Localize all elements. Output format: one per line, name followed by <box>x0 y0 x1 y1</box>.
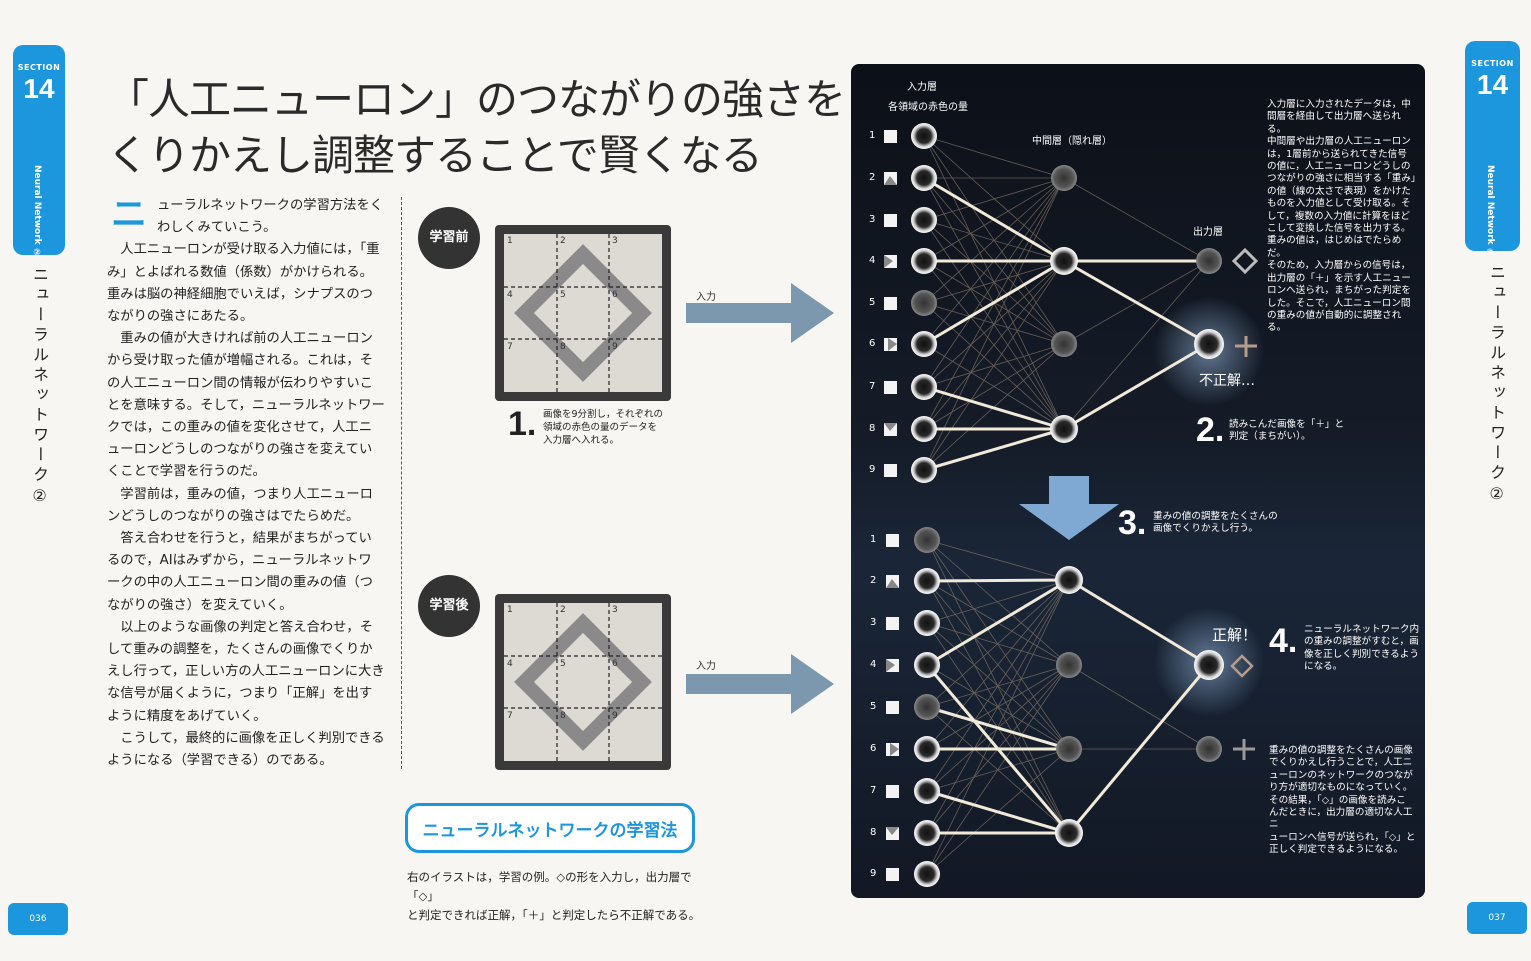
section-label: SECTION <box>1471 59 1514 68</box>
badge-before-learning: 学習前 <box>418 207 480 269</box>
cell-number: 9 <box>612 342 618 352</box>
cell-number: 8 <box>560 342 566 352</box>
input-layer-label: 入力層 <box>907 82 937 93</box>
section-number: 14 <box>23 73 55 104</box>
input-index: 4 <box>870 659 877 670</box>
arrow-label-input: 入力 <box>696 292 716 303</box>
input-index: 6 <box>869 338 876 349</box>
column-divider <box>401 197 402 769</box>
body-paragraph: 人工ニューロンが受け取る入力値には，「重み」とよばれる数値（係数）がかけられる。… <box>107 242 380 325</box>
cell-number: 3 <box>612 236 618 246</box>
badge-after-learning: 学習後 <box>418 575 480 637</box>
explanation-text-top: 入力層に入力されたデータは，中間層を経由して出力層へ送られる。中間層や出力層の人… <box>1267 99 1421 334</box>
diamond-icon <box>1231 247 1259 275</box>
plus-icon <box>1233 739 1255 760</box>
cell-number: 6 <box>612 290 618 300</box>
input-index: 3 <box>870 617 877 628</box>
input-index: 9 <box>869 464 876 475</box>
body-paragraph: こうして，最終的に画像を正しく判別できるようになる（学習できる）のである。 <box>107 730 385 769</box>
explanation-text-bottom: 重みの値の調整をたくさんの画像でくりかえし行うことで，人工ニューロンのネットワー… <box>1269 745 1416 856</box>
down-arrow-icon <box>1019 476 1119 540</box>
arrow-right-icon <box>686 283 834 343</box>
section-label: SECTION <box>17 63 61 72</box>
incorrect-label: 不正解… <box>1199 373 1255 389</box>
page-title-line2: くりかえし調整することで賢くなる <box>107 131 763 180</box>
section-subtitle: Neural Network ② <box>32 165 42 258</box>
step-4-caption: ニューラルネットワーク内の重みの調整がすむと，画像を正しく判別できるようになる。 <box>1304 624 1420 673</box>
cell-number: 4 <box>507 659 513 669</box>
input-index: 5 <box>869 297 876 308</box>
input-index: 1 <box>869 130 876 141</box>
step-1-caption: 画像を9分割し，それぞれの領域の赤色の量のデータを入力層へ入れる。 <box>543 409 664 446</box>
learning-method-heading: ニューラルネットワークの学習法 <box>405 803 695 853</box>
cell-number: 1 <box>507 605 513 615</box>
body-paragraph: 学習前は，重みの値，つまり人工ニューロンどうしのつながりの強さはでたらめだ。 <box>107 486 373 524</box>
page-title-line1: 「人工ニューロン」のつながりの強さを <box>107 75 846 124</box>
cell-number: 9 <box>612 711 618 721</box>
cell-number: 7 <box>507 342 513 352</box>
input-layer-sublabel: 各領域の赤色の量 <box>888 102 968 113</box>
vertical-chapter-title-right: ニューラルネットワーク② <box>1487 264 1506 507</box>
section-number: 14 <box>1476 69 1509 100</box>
arrow-label-input: 入力 <box>696 661 716 672</box>
diamond-shape <box>504 234 662 392</box>
input-index: 5 <box>870 701 877 712</box>
step-2-number: 2. <box>1196 411 1225 449</box>
cell-number: 2 <box>560 236 566 246</box>
body-paragraph: 答え合わせを行うと，結果がまちがっているので，AIはみずから，ニューラルネットワ… <box>107 531 373 613</box>
input-index: 8 <box>870 827 877 838</box>
cell-number: 7 <box>507 711 513 721</box>
input-index: 3 <box>869 214 876 225</box>
plus-icon <box>1235 336 1257 357</box>
cell-number: 1 <box>507 236 513 246</box>
diamond-shape <box>504 603 662 761</box>
body-text: ニ ューラルネットワークの学習方法をくわしくみていこう。 人工ニューロンが受け取… <box>107 195 385 772</box>
page-number-right: 037 <box>1467 902 1527 934</box>
input-image-grid-after: 1 2 3 4 5 6 7 8 9 <box>495 594 671 770</box>
correct-label: 正解！ <box>1212 626 1258 644</box>
section-tab-right: SECTION 14 Neural Network ② <box>1465 41 1520 258</box>
input-index: 2 <box>869 172 876 183</box>
body-paragraph: 以上のような画像の判定と答え合わせ，そして重みの調整を，たくさんの画像でくりかえ… <box>107 619 385 724</box>
network-diagram <box>884 123 1264 887</box>
cell-number: 5 <box>560 659 566 669</box>
cell-number: 5 <box>560 290 566 300</box>
diamond-icon <box>1230 654 1254 678</box>
input-layer-top <box>884 123 937 483</box>
step-1-number: 1. <box>508 405 537 443</box>
step-3-number: 3. <box>1118 504 1147 542</box>
section-tab-left: SECTION 14 Neural Network ② <box>13 45 65 258</box>
cell-number: 3 <box>612 605 618 615</box>
drop-cap: ニ <box>111 194 148 235</box>
cell-number: 4 <box>507 290 513 300</box>
vertical-chapter-title-left: ニューラルネットワーク② <box>30 266 49 509</box>
step-2-caption: 読みこんだ画像を「＋」と判定（まちがい）。 <box>1229 419 1345 443</box>
section-subtitle: Neural Network ② <box>1485 165 1495 258</box>
output-layer-label: 出力層 <box>1193 227 1223 238</box>
body-paragraph: 重みの値が大きければ前の人工ニューロンから受け取った値が増幅される。これは，その… <box>107 331 385 480</box>
cell-number: 8 <box>560 711 566 721</box>
step-4-number: 4. <box>1269 622 1298 660</box>
input-image-grid-before: 1 2 3 4 5 6 7 8 9 <box>495 225 671 401</box>
hidden-layer-label: 中間層（隠れ層） <box>1032 136 1112 147</box>
arrow-right-icon <box>686 654 834 714</box>
body-paragraph: ューラルネットワークの学習方法をくわしくみていこう。 <box>157 198 384 236</box>
input-index: 7 <box>870 785 877 796</box>
input-layer-bottom <box>886 527 940 887</box>
input-index: 8 <box>869 423 876 434</box>
cell-number: 2 <box>560 605 566 615</box>
input-index: 7 <box>869 381 876 392</box>
neural-network-illustration: 入力層 各領域の赤色の量 中間層（隠れ層） 出力層 不正解… 正解！ 1 2 3… <box>851 64 1425 898</box>
step-3-caption: 重みの値の調整をたくさんの画像でくりかえし行う。 <box>1153 511 1278 535</box>
illustration-footnote: 右のイラストは，学習の例。◇の形を入力し，出力層で「◇」と判定できれば正解，「＋… <box>407 870 701 922</box>
cell-number: 6 <box>612 659 618 669</box>
input-index: 6 <box>870 743 877 754</box>
input-index: 1 <box>870 534 877 545</box>
page-number-left: 036 <box>8 903 68 935</box>
input-index: 4 <box>869 255 876 266</box>
input-index: 9 <box>870 868 877 879</box>
input-index: 2 <box>870 575 877 586</box>
